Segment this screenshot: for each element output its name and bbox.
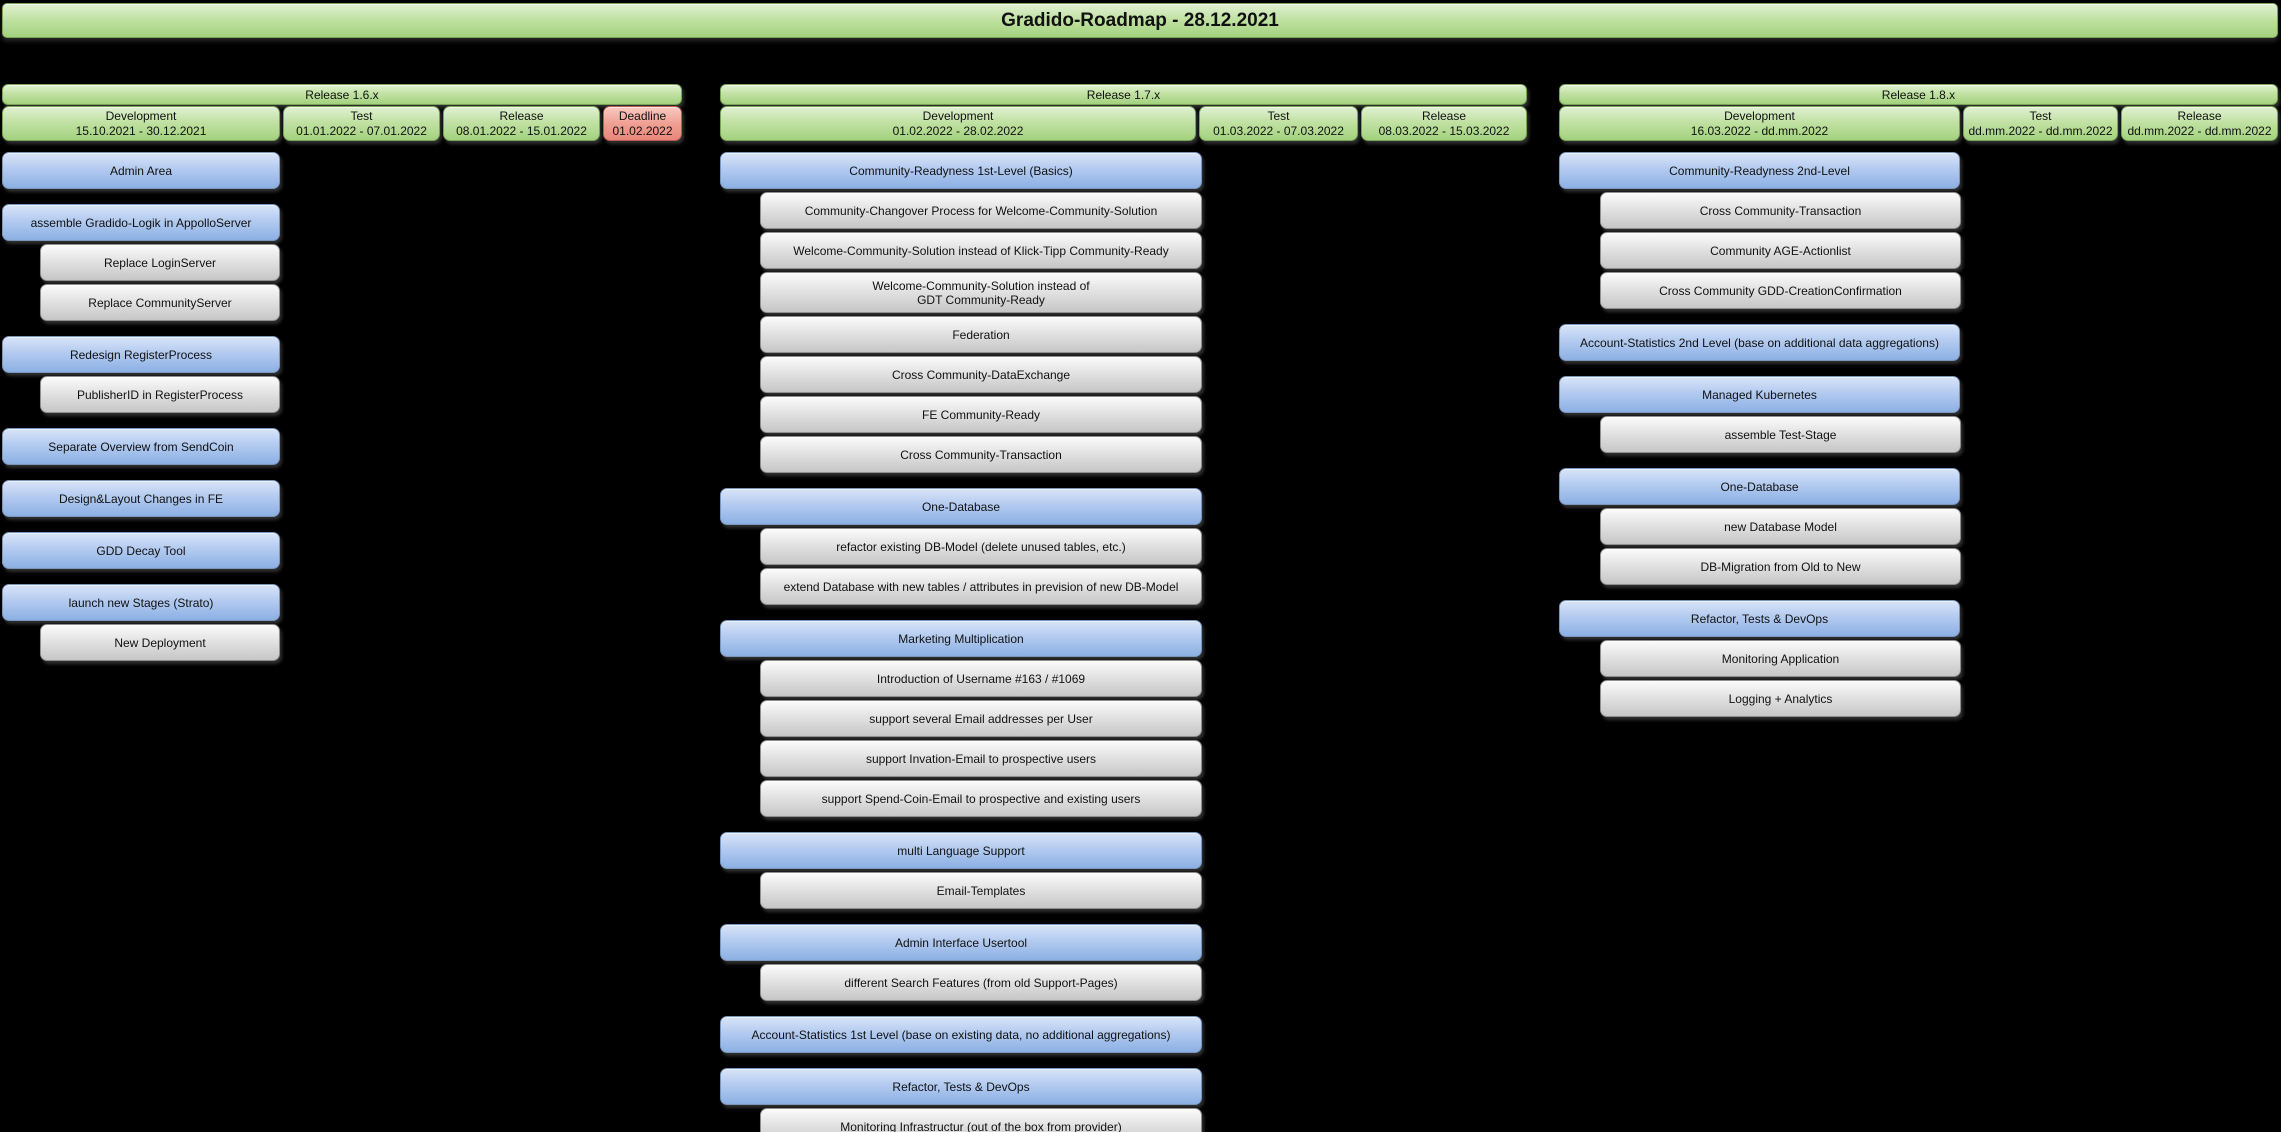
task-box-epic: Design&Layout Changes in FE xyxy=(2,480,280,517)
release-header: Release 1.8.x xyxy=(1559,84,2278,105)
task-box-sub: Cross Community GDD-CreationConfirmation xyxy=(1600,272,1961,309)
phase-label: Test xyxy=(2029,108,2052,123)
task-box-sub: New Deployment xyxy=(40,624,280,661)
phase-label: Test xyxy=(350,108,373,123)
phase-label: Deadline xyxy=(618,108,667,123)
phase-dates: 08.01.2022 - 15.01.2022 xyxy=(456,123,587,138)
task-box-sub: Replace LoginServer xyxy=(40,244,280,281)
task-box-sub: Cross Community-DataExchange xyxy=(760,356,1202,393)
task-box-sub: Replace CommunityServer xyxy=(40,284,280,321)
task-box-epic: Account-Statistics 1st Level (base on ex… xyxy=(720,1016,1202,1053)
task-box-epic: launch new Stages (Strato) xyxy=(2,584,280,621)
task-box-sub: support Spend-Coin-Email to prospective … xyxy=(760,780,1202,817)
phase-dates: 01.01.2022 - 07.01.2022 xyxy=(296,123,427,138)
phase-dates: 01.02.2022 xyxy=(612,123,673,138)
task-box-epic: Managed Kubernetes xyxy=(1559,376,1960,413)
task-box-sub: extend Database with new tables / attrib… xyxy=(760,568,1202,605)
task-box-sub: Email-Templates xyxy=(760,872,1202,909)
task-box-sub: FE Community-Ready xyxy=(760,396,1202,433)
task-box-epic: Community-Readyness 1st-Level (Basics) xyxy=(720,152,1202,189)
task-box-sub: Federation xyxy=(760,316,1202,353)
task-box-sub: different Search Features (from old Supp… xyxy=(760,964,1202,1001)
task-box-sub: Cross Community-Transaction xyxy=(1600,192,1961,229)
task-box-sub: Introduction of Username #163 / #1069 xyxy=(760,660,1202,697)
task-box-epic: Separate Overview from SendCoin xyxy=(2,428,280,465)
task-box-epic: assemble Gradido-Logik in AppolloServer xyxy=(2,204,280,241)
task-box-sub: Community-Changover Process for Welcome-… xyxy=(760,192,1202,229)
task-box-sub: new Database Model xyxy=(1600,508,1961,545)
release-header: Release 1.6.x xyxy=(2,84,682,105)
task-box-epic: GDD Decay Tool xyxy=(2,532,280,569)
page-title: Gradido-Roadmap - 28.12.2021 xyxy=(2,3,2278,38)
phase-label: Test xyxy=(1267,108,1290,123)
task-box-epic: One-Database xyxy=(1559,468,1960,505)
phase-label: Release xyxy=(2177,108,2222,123)
task-box-sub: PublisherID in RegisterProcess xyxy=(40,376,280,413)
task-box-epic: Refactor, Tests & DevOps xyxy=(720,1068,1202,1105)
task-box-sub: Logging + Analytics xyxy=(1600,680,1961,717)
task-box-sub: assemble Test-Stage xyxy=(1600,416,1961,453)
task-box-sub: support Invation-Email to prospective us… xyxy=(760,740,1202,777)
task-box-epic: Refactor, Tests & DevOps xyxy=(1559,600,1960,637)
phase-dates: dd.mm.2022 - dd.mm.2022 xyxy=(1968,123,2113,138)
task-box-epic: Marketing Multiplication xyxy=(720,620,1202,657)
task-box-sub: Monitoring Infrastructur (out of the box… xyxy=(760,1108,1202,1132)
task-box-sub: Cross Community-Transaction xyxy=(760,436,1202,473)
task-box-epic: Redesign RegisterProcess xyxy=(2,336,280,373)
phase-label: Release xyxy=(1421,108,1467,123)
task-box-sub: support several Email addresses per User xyxy=(760,700,1202,737)
task-box-sub: Monitoring Application xyxy=(1600,640,1961,677)
phase-label: Release xyxy=(499,108,544,123)
task-box-sub: Welcome-Community-Solution instead of GD… xyxy=(760,272,1202,313)
phase-dates: 01.03.2022 - 07.03.2022 xyxy=(1213,123,1344,138)
phase-dates: dd.mm.2022 - dd.mm.2022 xyxy=(2127,123,2272,138)
phase-dates: 15.10.2021 - 30.12.2021 xyxy=(75,123,207,138)
task-box-epic: multi Language Support xyxy=(720,832,1202,869)
phase-dates: 01.02.2022 - 28.02.2022 xyxy=(892,123,1024,138)
phase-label: Development xyxy=(105,108,177,123)
phase-dates: 08.03.2022 - 15.03.2022 xyxy=(1378,123,1510,138)
task-box-epic: Community-Readyness 2nd-Level xyxy=(1559,152,1960,189)
phase-dates: 16.03.2022 - dd.mm.2022 xyxy=(1690,123,1829,138)
phase-label: Development xyxy=(922,108,994,123)
task-box-epic: One-Database xyxy=(720,488,1202,525)
release-header: Release 1.7.x xyxy=(720,84,1527,105)
task-box-sub: refactor existing DB-Model (delete unuse… xyxy=(760,528,1202,565)
task-box-epic: Account-Statistics 2nd Level (base on ad… xyxy=(1559,324,1960,361)
task-box-epic: Admin Area xyxy=(2,152,280,189)
task-box-sub: Community AGE-Actionlist xyxy=(1600,232,1961,269)
phase-label: Development xyxy=(1724,108,1795,123)
task-box-sub: Welcome-Community-Solution instead of Kl… xyxy=(760,232,1202,269)
task-box-epic: Admin Interface Usertool xyxy=(720,924,1202,961)
task-box-sub: DB-Migration from Old to New xyxy=(1600,548,1961,585)
